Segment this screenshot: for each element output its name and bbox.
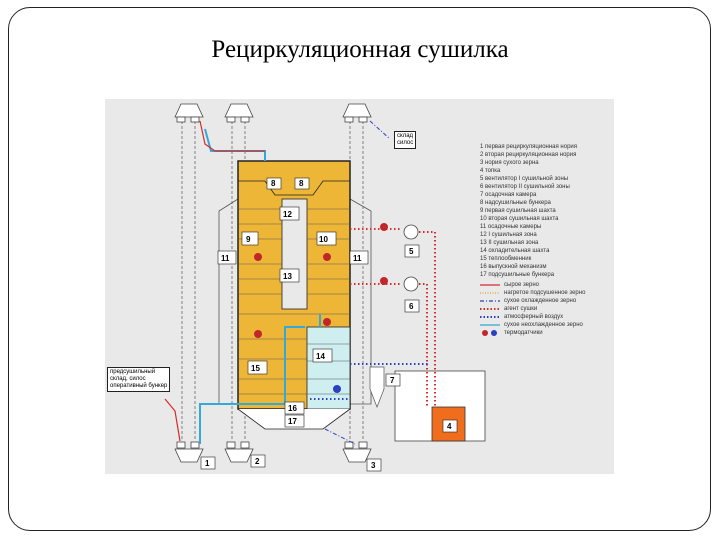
svg-text:13: 13 [283, 272, 292, 281]
svg-text:2: 2 [255, 457, 260, 466]
legend-line-swatch [480, 308, 500, 310]
legend-line-label: агент сушки [504, 306, 538, 312]
thermo-sensors [254, 223, 388, 338]
legend-line-swatch [480, 292, 500, 294]
legend-line-row: сырое зерно [480, 281, 612, 289]
pre-dryer-storage-label: предсушильный склад, силос оперативный б… [107, 367, 171, 392]
legend-line-label: сырое зерно [504, 282, 539, 288]
storage-label-line2: силос [397, 140, 414, 146]
svg-text:3: 3 [371, 461, 376, 470]
storage-label-line1: склад [397, 133, 414, 139]
pre-dryer-line1: предсушильный [110, 369, 156, 375]
legend-component-item: 8 надсушильные бункера [480, 200, 551, 206]
legend-component-item: 4 топка [480, 168, 501, 174]
legend-line-swatch [480, 316, 500, 318]
svg-text:12: 12 [283, 210, 292, 219]
legend-component-item: 6 вентилятор II сушильной зоны [480, 184, 570, 190]
dryer-diagram: 8 8 12 13 9 10 11 11 14 15 16 17 7 [164, 103, 486, 472]
storage-label: склад силос [394, 131, 417, 149]
legend-line-label: нагретое подсушенное зерно [504, 290, 586, 296]
svg-text:6: 6 [409, 302, 414, 311]
legend-component-item: 10 вторая сушильная шахта [480, 216, 559, 222]
raw-grain-paths [164, 120, 265, 442]
svg-text:8: 8 [299, 179, 304, 188]
legend-line-label: сухое неохлажденное зерно [504, 322, 583, 328]
legend-component-item: 1 первая рециркуляционная нория [480, 144, 578, 150]
pre-dryer-line2: склад, силос [110, 376, 146, 382]
legend-line-row: сухое охлажденное зерно [480, 297, 612, 305]
legend-component-item: 7 осадочная камера [480, 192, 537, 198]
legend-line-swatch [482, 330, 497, 336]
svg-text:10: 10 [319, 235, 328, 244]
legend-line-swatch [480, 284, 500, 286]
dry-grain-paths [324, 120, 391, 445]
air-paths [310, 363, 430, 400]
diagram-panel: 8 8 12 13 9 10 11 11 14 15 16 17 7 [105, 99, 614, 474]
svg-text:15: 15 [251, 364, 260, 373]
elevator-heads [174, 103, 372, 463]
thermo-sensor-blue [333, 385, 341, 393]
legend-component-item: 5 вентилятор I сушильной зоны [480, 176, 569, 182]
svg-text:11: 11 [221, 254, 230, 263]
svg-text:4: 4 [447, 422, 452, 431]
legend-line-row: сухое неохлажденное зерно [480, 321, 612, 329]
legend-components: 1 первая рециркуляционная нория 2 вторая … [480, 143, 612, 279]
pre-dryer-line3: оперативный бункер [110, 383, 168, 389]
legend-line-row: нагретое подсушенное зерно [480, 289, 612, 297]
legend-component-item: 12 I сушильная зона [480, 232, 537, 238]
legend-component-item: 9 первая сушильная шахта [480, 208, 556, 214]
svg-text:7: 7 [390, 376, 395, 385]
slide-title: Рециркуляционная сушилка [211, 36, 509, 63]
fans [403, 224, 419, 292]
shaft-lines [238, 208, 350, 395]
legend-component-item: 15 теплообменник [480, 256, 532, 262]
legend-line-row: агент сушки [480, 305, 612, 313]
legend-component-item: 14 охладительная шахта [480, 248, 550, 254]
legend-component-item: 2 вторая рециркуляционная нория [480, 152, 577, 158]
svg-text:9: 9 [246, 235, 251, 244]
svg-text:16: 16 [288, 404, 297, 413]
legend-line-label: термодатчики [504, 330, 543, 336]
number-labels: 8 8 12 13 9 10 11 11 14 15 16 17 7 [200, 177, 458, 472]
svg-text:14: 14 [316, 352, 325, 361]
svg-text:1: 1 [205, 459, 210, 468]
svg-text:5: 5 [409, 247, 414, 256]
legend-component-item: 3 нория сухого зерна [480, 160, 539, 166]
legend: 1 первая рециркуляционная нория 2 вторая … [480, 143, 612, 337]
svg-text:17: 17 [288, 417, 297, 426]
upper-hoppers [238, 180, 350, 196]
legend-line-row: термодатчики [480, 329, 612, 337]
svg-text:8: 8 [271, 179, 276, 188]
drying-agent-paths [350, 228, 436, 407]
settling-chamber-7 [369, 366, 385, 408]
legend-line-label: сухое охлажденное зерно [504, 298, 577, 304]
legend-lines: сырое зерно нагретое подсушенное зерно сух… [480, 281, 612, 337]
legend-component-item: 17 подсушильные бункера [480, 272, 555, 278]
legend-line-row: атмосферный воздух [480, 313, 612, 321]
legend-component-item: 13 II сушильная зона [480, 240, 539, 246]
cooling-shaft-fill [306, 326, 351, 410]
legend-line-label: атмосферный воздух [504, 314, 564, 320]
legend-component-item: 16 выпускной механизм [480, 264, 547, 270]
legend-component-item: 11 осадочные камеры [480, 224, 542, 230]
svg-text:11: 11 [353, 254, 362, 263]
legend-line-swatch [480, 300, 500, 302]
legend-line-swatch [480, 324, 500, 326]
